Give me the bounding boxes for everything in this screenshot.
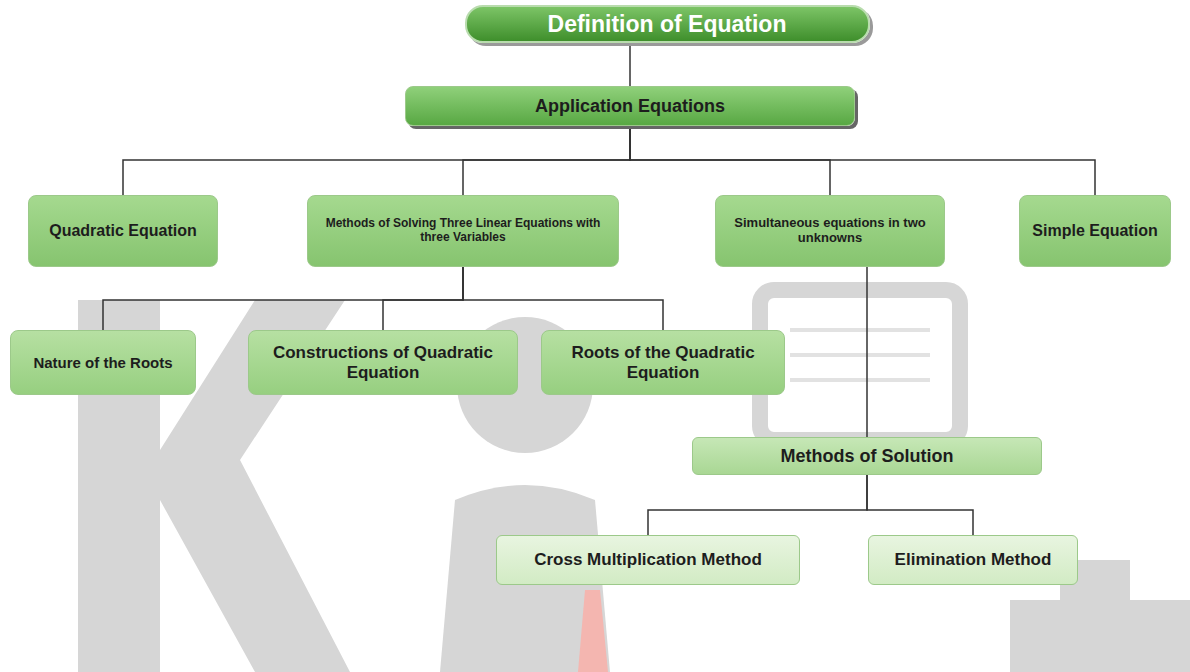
box-label: Methods of Solving Three Linear Equation… bbox=[316, 217, 610, 245]
box-label: Definition of Equation bbox=[548, 11, 787, 37]
box-label: Roots of the Quadratic Equation bbox=[550, 343, 776, 382]
tree-connector bbox=[648, 475, 867, 535]
topic-box: Methods of Solving Three Linear Equation… bbox=[307, 195, 619, 267]
topic-box: Simultaneous equations in two unknowns bbox=[715, 195, 945, 267]
topic-box: Definition of Equation bbox=[465, 5, 870, 43]
tree-connector bbox=[463, 126, 630, 195]
tree-connector bbox=[103, 267, 463, 330]
tree-connector bbox=[630, 126, 1095, 195]
topic-box: Cross Multiplication Method bbox=[496, 535, 800, 585]
topic-box: Constructions of Quadratic Equation bbox=[248, 330, 518, 395]
tree-connector bbox=[383, 267, 463, 330]
tree-connector bbox=[867, 475, 973, 535]
box-label: Simultaneous equations in two unknowns bbox=[724, 216, 936, 246]
topic-box: Simple Equation bbox=[1019, 195, 1171, 267]
tree-connector bbox=[866, 267, 868, 437]
box-label: Application Equations bbox=[535, 96, 725, 117]
tree-connector bbox=[463, 267, 663, 330]
watermark-monitor bbox=[760, 290, 960, 440]
watermark-tie bbox=[578, 590, 608, 672]
box-label: Constructions of Quadratic Equation bbox=[257, 343, 509, 382]
box-label: Nature of the Roots bbox=[33, 354, 172, 371]
box-label: Quadratic Equation bbox=[49, 222, 197, 240]
topic-box: Quadratic Equation bbox=[28, 195, 218, 267]
box-label: Cross Multiplication Method bbox=[534, 550, 762, 570]
topic-box: Methods of Solution bbox=[692, 437, 1042, 475]
box-label: Elimination Method bbox=[895, 550, 1052, 570]
tree-connector bbox=[123, 126, 630, 195]
watermark-lines bbox=[790, 330, 930, 380]
topic-box: Roots of the Quadratic Equation bbox=[541, 330, 785, 395]
topic-box: Elimination Method bbox=[868, 535, 1078, 585]
box-label: Simple Equation bbox=[1032, 222, 1157, 240]
topic-box: Application Equations bbox=[405, 86, 855, 126]
tree-connector bbox=[629, 43, 631, 86]
box-label: Methods of Solution bbox=[781, 446, 954, 467]
topic-box: Nature of the Roots bbox=[10, 330, 196, 395]
watermark-logo bbox=[78, 290, 1190, 672]
